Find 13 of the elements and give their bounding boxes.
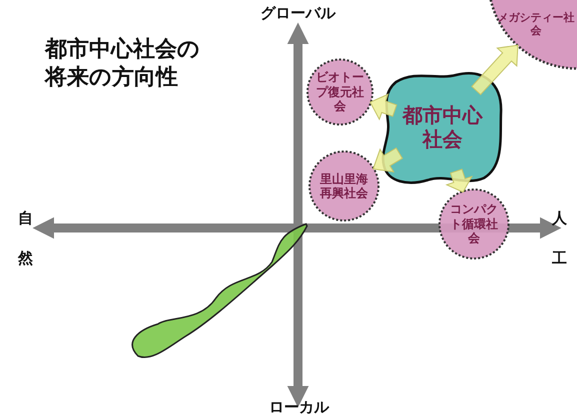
axis-label: 人工 — [552, 208, 568, 269]
region-shape — [130, 222, 308, 360]
block-arrow — [372, 146, 403, 172]
axis-label: ローカル — [268, 398, 330, 417]
circle-node: 里山里海再興社会 — [308, 150, 380, 222]
block-arrow — [470, 44, 518, 95]
axis-label: グローバル — [260, 4, 337, 23]
axis-label: 自然 — [18, 208, 34, 269]
block-arrow — [446, 168, 474, 192]
circle-node: コンパクト循環社会 — [438, 188, 510, 260]
block-arrow — [370, 94, 398, 121]
diagram-title: 都市中心社会の将来の方向性 — [45, 36, 201, 92]
circle-node: ビオトープ復元社会 — [306, 58, 374, 126]
